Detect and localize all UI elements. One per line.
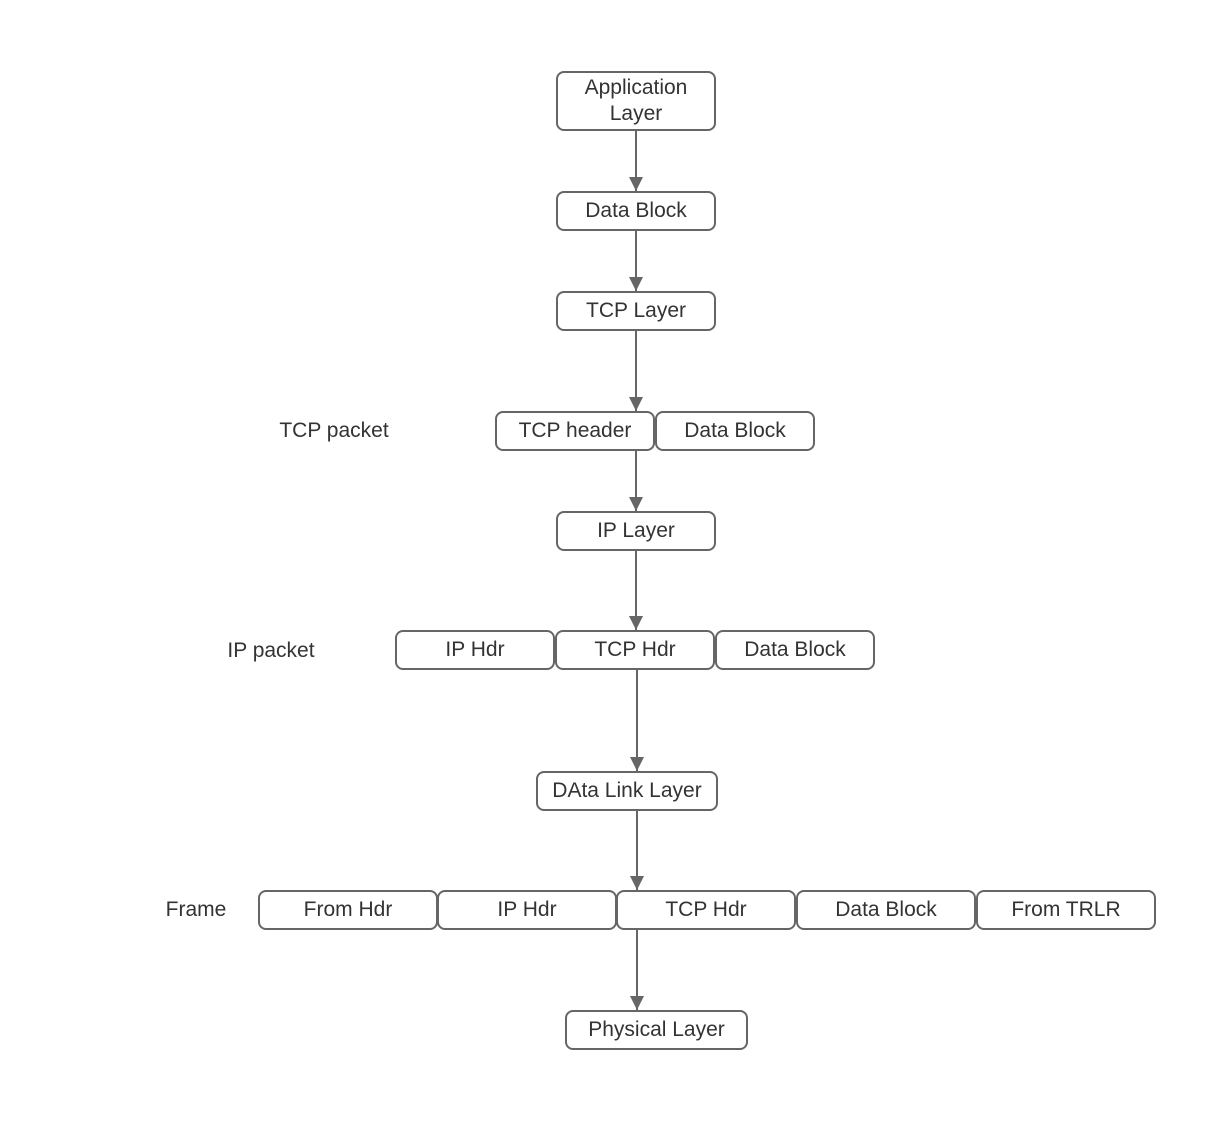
arrow-datalink-to-frame [636,811,638,890]
node-data-block-app: Data Block [556,191,716,231]
node-label: TCP Hdr [594,637,676,661]
arrow-frame-to-physical [636,930,638,1010]
row-label-tcp-packet: TCP packet [279,418,389,442]
node-label: Application Layer [584,75,688,125]
node-label: TCP Hdr [665,897,747,921]
arrow-datablock-to-tcplayer [635,231,637,291]
node-tcp-header: TCP header [495,411,655,451]
node-data-block-frame: Data Block [796,890,976,930]
node-label: IP Layer [597,518,675,542]
node-tcp-hdr-ip: TCP Hdr [555,630,715,670]
arrow-tcppacket-to-iplayer [635,451,637,511]
node-data-block-ip: Data Block [715,630,875,670]
node-tcp-hdr-frame: TCP Hdr [616,890,796,930]
node-label: Physical Layer [588,1017,725,1041]
node-physical-layer: Physical Layer [565,1010,748,1050]
arrow-ippacket-to-datalink [636,670,638,771]
node-label: From Hdr [303,897,393,921]
node-ip-hdr-ip: IP Hdr [395,630,555,670]
node-label: DAta Link Layer [552,778,702,802]
node-label: Data Block [835,897,937,921]
row-label-frame: Frame [165,897,227,921]
row-label-ip-packet: IP packet [227,638,315,662]
node-application-layer: Application Layer [556,71,716,131]
node-label: From TRLR [1011,897,1121,921]
node-tcp-layer: TCP Layer [556,291,716,331]
node-ip-hdr-frame: IP Hdr [437,890,617,930]
node-from-hdr-frame: From Hdr [258,890,438,930]
node-label: TCP Layer [586,298,686,322]
node-label: Data Block [684,418,786,442]
node-data-link-layer: DAta Link Layer [536,771,718,811]
node-label: Data Block [585,198,687,222]
node-data-block-tcp: Data Block [655,411,815,451]
node-ip-layer: IP Layer [556,511,716,551]
node-label: IP Hdr [497,897,557,921]
node-from-trlr-frame: From TRLR [976,890,1156,930]
arrow-tcplayer-to-tcppacket [635,331,637,411]
arrow-iplayer-to-ippacket [635,551,637,630]
arrow-app-to-datablock [635,131,637,191]
node-label: IP Hdr [445,637,505,661]
node-label: TCP header [518,418,632,442]
node-label: Data Block [744,637,846,661]
